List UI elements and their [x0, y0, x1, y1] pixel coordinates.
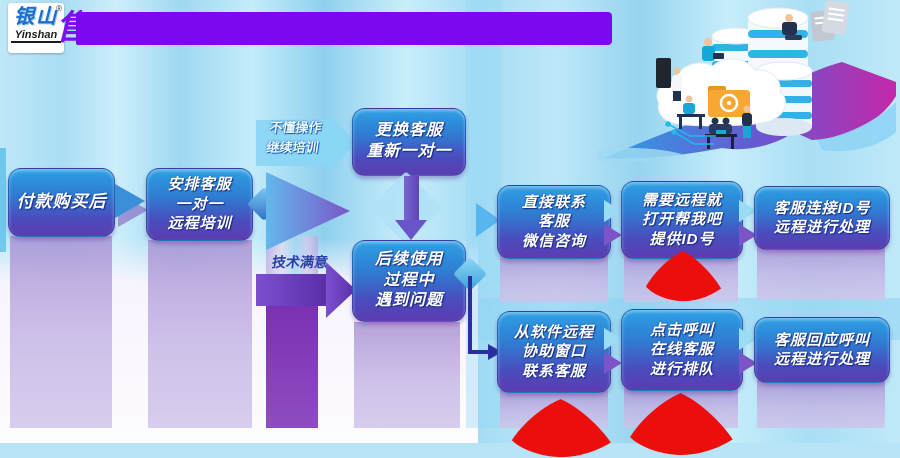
red-marker [511, 399, 611, 458]
folder-icon [708, 86, 750, 117]
connector-window-call [604, 328, 622, 374]
reflection-band [757, 244, 885, 300]
node-respond: 客服回应呼叫 远程进行处理 [754, 317, 890, 383]
arrow-branch-down [256, 262, 356, 318]
node-call: 点击呼叫 在线客服 进行排队 [621, 309, 743, 391]
reflection-band [10, 236, 112, 428]
circuit-lines [665, 121, 716, 145]
reflection-band [148, 240, 252, 428]
node-replace-text: 更换客服 重新一对一 [366, 122, 452, 160]
cloud-computing-illustration [598, 0, 896, 162]
arrow-branch-window [468, 276, 502, 360]
arrow-branch-up [256, 114, 356, 172]
node-wechat: 直接联系 客服 微信咨询 [497, 185, 611, 259]
node-connect: 客服连接ID号 远程进行处理 [754, 186, 890, 250]
node-call-text: 点击呼叫 在线客服 进行排队 [649, 321, 714, 378]
node-wechat-text: 直接联系 客服 微信咨询 [521, 193, 586, 250]
reflection-band [757, 380, 885, 428]
arrow-replace-to-problem-head [395, 220, 427, 240]
logo-en-text: Yinshan [11, 29, 61, 43]
wave-right [818, 102, 896, 152]
people-at-desk [705, 117, 737, 149]
background-edge-strip [0, 148, 6, 252]
person-sitting-on-cylinder [782, 14, 802, 40]
connector-wechat-helpme [604, 200, 622, 246]
node-arrange: 安排客服 一对一 远程培训 [146, 168, 253, 241]
document-icon [821, 0, 850, 35]
node-respond-text: 客服回应呼叫 远程进行处理 [773, 331, 870, 369]
connector-helpme-connect [739, 200, 757, 246]
title-banner [76, 12, 612, 45]
node-window-text: 从软件远程 协助窗口 联系客服 [513, 323, 594, 380]
red-marker [645, 250, 722, 302]
node-problem: 后续使用 过程中 遇到问题 [352, 240, 466, 322]
arrow-branch-wechat [476, 203, 500, 237]
logo-cn-text: 银山 [14, 6, 58, 28]
node-window: 从软件远程 协助窗口 联系客服 [497, 311, 611, 393]
arrow-paid-to-arrange [115, 184, 145, 218]
arrow-replace-to-problem-shaft [404, 176, 419, 222]
node-paid-text: 付款购买后 [16, 192, 107, 212]
wave-left [598, 147, 682, 162]
yinshan-logo: 银山 Yinshan ® [8, 3, 64, 53]
node-helpme-text: 需要远程就 打开帮我吧 提供ID号 [641, 191, 722, 248]
person-at-board [672, 67, 682, 101]
node-paid: 付款购买后 [8, 168, 115, 237]
branch-up-label: 不懂操作 继续培训 [265, 120, 323, 156]
reflection-band [354, 322, 460, 428]
reflection-band [500, 252, 608, 302]
reflection-band-dark [266, 300, 318, 428]
registered-mark: ® [56, 4, 62, 13]
person-standing-right [742, 105, 752, 138]
node-problem-text: 后续使用 过程中 遇到问题 [374, 250, 443, 310]
connector-call-respond [739, 328, 757, 374]
red-marker [630, 393, 733, 455]
arrow-big-right [266, 172, 350, 250]
node-arrange-text: 安排客服 一对一 远程培训 [167, 176, 232, 233]
person-desk-left [677, 95, 705, 129]
node-helpme: 需要远程就 打开帮我吧 提供ID号 [621, 181, 743, 259]
person-on-cylinder-left [702, 38, 724, 61]
node-connect-text: 客服连接ID号 远程进行处理 [773, 199, 871, 237]
presentation-board [656, 58, 671, 88]
node-replace: 更换客服 重新一对一 [352, 108, 466, 176]
